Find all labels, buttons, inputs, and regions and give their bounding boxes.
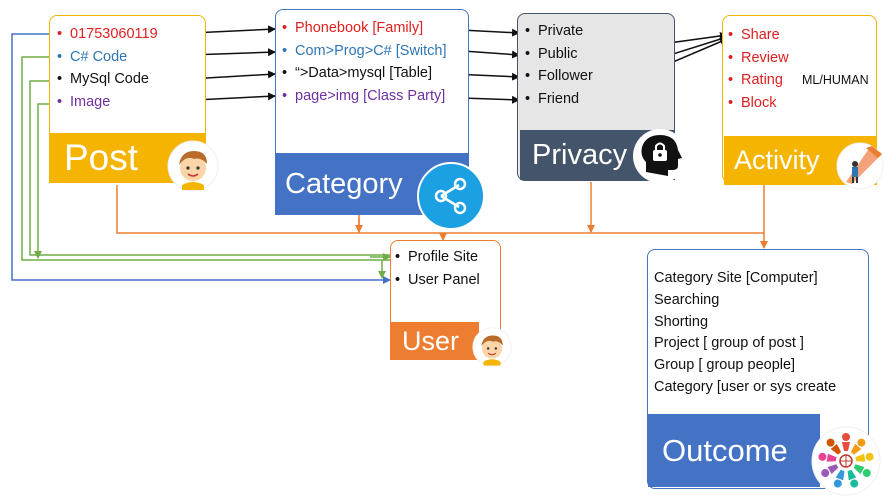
category-item-table: “>Data>mysql [Table]	[282, 62, 447, 85]
user-item-profile-site: Profile Site	[395, 246, 480, 269]
post-item-phone: 01753060119	[57, 23, 158, 46]
spotlight-person-icon	[836, 142, 884, 190]
activity-item-share: Share	[728, 24, 789, 47]
post-item-mysql: MySql Code	[57, 68, 158, 91]
privacy-list: Private Public Follower Friend	[525, 20, 593, 110]
green-line-image	[34, 103, 50, 259]
boy-avatar-icon	[472, 327, 512, 367]
arrow-classparty-to-friend	[461, 95, 520, 104]
blue-line-phone	[11, 33, 391, 284]
people-circle-icon	[811, 426, 881, 496]
activity-title: Activity	[734, 145, 820, 175]
outcome-label: Outcome	[648, 414, 820, 487]
user-label: User	[390, 322, 479, 360]
outcome-item-project: Project [ group of post ]	[654, 335, 804, 352]
privacy-item-private: Private	[525, 20, 593, 43]
privacy-item-friend: Friend	[525, 88, 593, 111]
outcome-item-category-create: Category [user or sys create	[654, 378, 837, 395]
green-line-csharp	[21, 56, 392, 261]
activity-item-review: Review	[728, 47, 789, 70]
outcome-item-group: Group [ group people]	[654, 357, 796, 374]
outcome-title: Outcome	[662, 432, 788, 468]
orange-bus-line	[116, 185, 764, 234]
privacy-item-public: Public	[525, 43, 593, 66]
user-list: Profile Site User Panel	[395, 246, 480, 291]
head-lock-icon	[633, 129, 687, 183]
category-item-switch: Com>Prog>C# [Switch]	[282, 40, 447, 63]
boy-avatar-icon	[167, 140, 219, 192]
category-title: Category	[285, 167, 403, 200]
ml-human-note: ML/HUMAN	[802, 73, 869, 87]
post-item-csharp: C# Code	[57, 46, 158, 69]
activity-list: Share Review Rating Block	[728, 24, 789, 114]
category-list: Phonebook [Family] Com>Prog>C# [Switch] …	[282, 17, 447, 107]
category-item-phonebook: Phonebook [Family]	[282, 17, 447, 40]
activity-item-block: Block	[728, 92, 789, 115]
share-icon	[417, 162, 485, 230]
category-item-classparty: page>img [Class Party]	[282, 85, 447, 108]
user-title: User	[402, 325, 460, 356]
privacy-item-follower: Follower	[525, 65, 593, 88]
outcome-list: Category Site [Computer] Searching Short…	[654, 268, 836, 399]
green-line-mysql	[29, 80, 392, 256]
outcome-item-searching: Searching	[654, 291, 720, 308]
post-label: Post	[49, 133, 206, 183]
user-item-user-panel: User Panel	[395, 269, 480, 292]
activity-item-rating: Rating	[728, 69, 789, 92]
post-item-image: Image	[57, 91, 158, 114]
post-title: Post	[64, 137, 139, 178]
outcome-item-shorting: Shorting	[654, 313, 709, 330]
privacy-title: Privacy	[532, 138, 628, 171]
outcome-item-category-site: Category Site [Computer]	[654, 270, 818, 286]
arrow-switch-to-public	[462, 50, 520, 59]
post-list: 01753060119 C# Code MySql Code Image	[57, 23, 158, 113]
